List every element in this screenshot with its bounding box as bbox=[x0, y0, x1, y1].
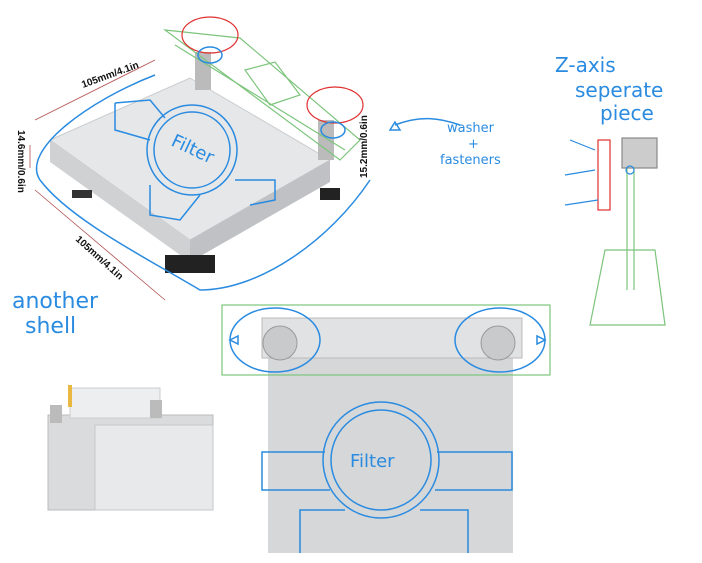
dim-height-left: 14.6mm/0.6in bbox=[15, 130, 26, 193]
z-axis-label-1: Z-axis bbox=[555, 53, 616, 77]
dim-height-right: 15.2mm/0.6in bbox=[359, 115, 370, 178]
shell-outline bbox=[35, 46, 461, 291]
z-axis-sketch bbox=[564, 137, 666, 326]
foot bbox=[165, 255, 215, 273]
isometric-product-photo bbox=[48, 52, 340, 273]
front-view-photo bbox=[261, 317, 523, 553]
front-rail-sketch bbox=[221, 304, 551, 376]
filter-label-front: Filter bbox=[350, 451, 395, 472]
side-view-photo bbox=[47, 385, 214, 511]
washer-label: washer bbox=[447, 121, 495, 136]
shell-label-1: another bbox=[12, 289, 99, 314]
front-shell-sketch bbox=[228, 307, 547, 553]
fasteners-label: fasteners bbox=[440, 153, 501, 168]
z-axis-label-3: piece bbox=[600, 101, 654, 125]
z-axis-label-2: seperate bbox=[575, 78, 663, 102]
plus-label: + bbox=[468, 137, 479, 152]
shell-label-2: shell bbox=[25, 314, 76, 339]
dimension-lines bbox=[29, 59, 166, 301]
dim-top-width: 105mm/4.1in bbox=[80, 60, 140, 91]
knob-sketch bbox=[181, 16, 364, 124]
rail-sketch bbox=[162, 29, 361, 161]
